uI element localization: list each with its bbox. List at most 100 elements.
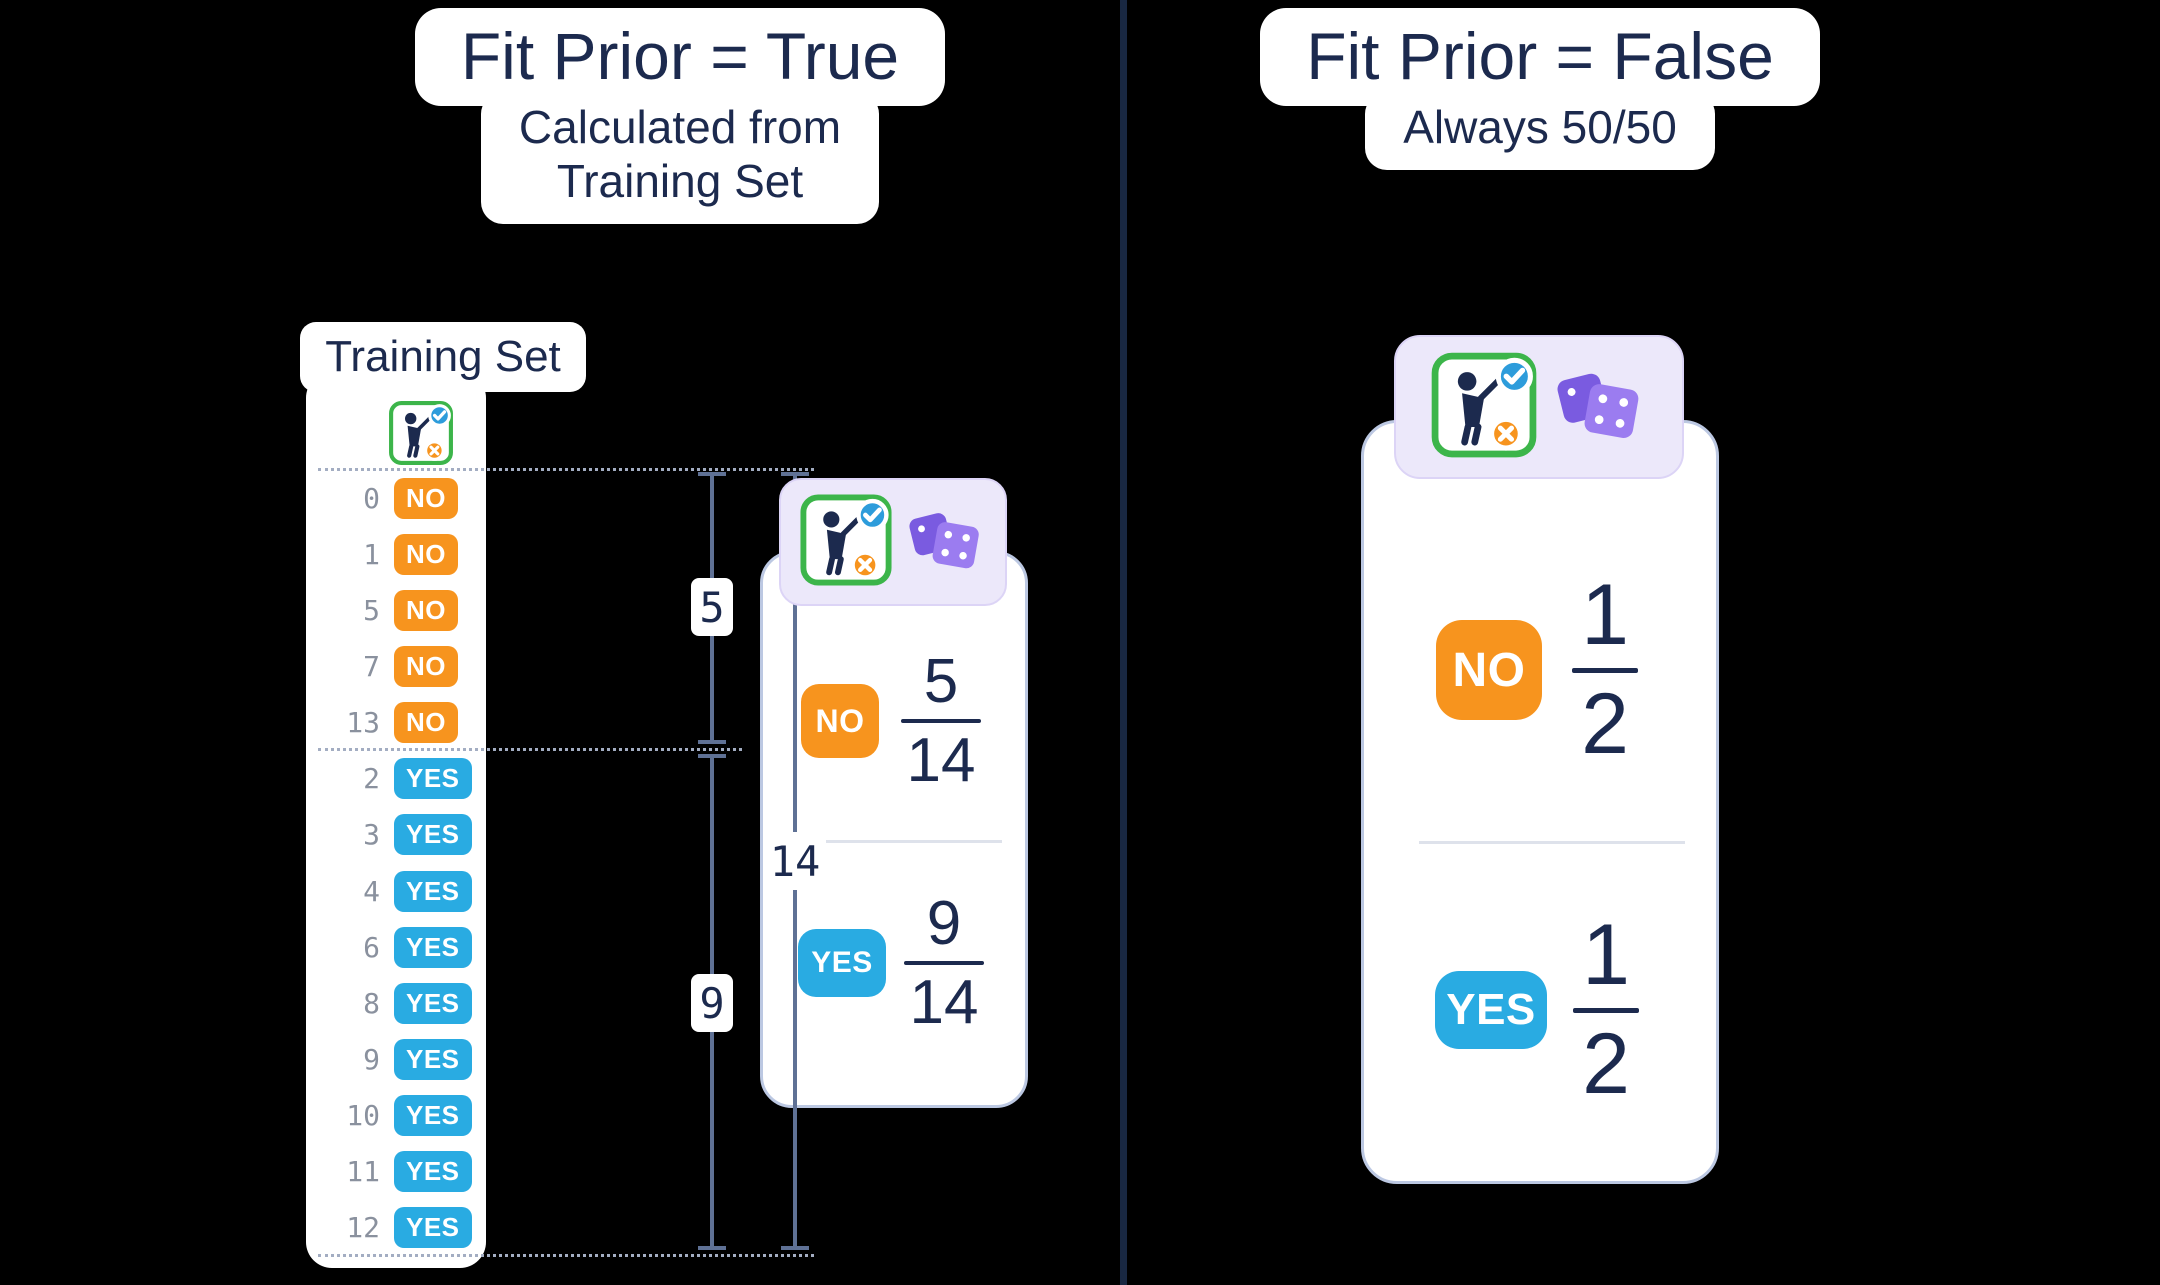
training-set-row: 9 YES (306, 1031, 486, 1087)
training-set-row: 2 YES (306, 751, 486, 807)
yes-prior-fraction: 1 2 (1573, 906, 1639, 1112)
left-subtitle-line2: Training Set (556, 155, 804, 208)
no-prior-numerator: 1 (1581, 566, 1629, 663)
prior-true-yes-row: YES 9 14 (770, 884, 1012, 1042)
row-label-badge: NO (394, 589, 458, 631)
row-index: 2 (363, 762, 380, 796)
yes-badge: YES (798, 929, 886, 997)
row-index: 12 (346, 1211, 380, 1245)
no-count-label: 5 (691, 578, 733, 636)
prior-false-card-header (1394, 335, 1684, 479)
row-index: 8 (363, 986, 380, 1020)
section-divider (1120, 0, 1127, 1285)
left-subtitle-line1: Calculated from (518, 100, 842, 153)
dotted-line-top (318, 468, 814, 471)
row-label-badge: YES (394, 870, 472, 912)
row-label-badge: YES (394, 926, 472, 968)
dotted-line-bottom (318, 1254, 814, 1257)
no-count-bracket-cap-top (698, 472, 726, 476)
row-label-badge: YES (394, 1151, 472, 1193)
row-index: 13 (346, 706, 380, 740)
dotted-line-middle (318, 748, 742, 751)
right-title: Fit Prior = False (1260, 8, 1820, 106)
no-prior-denominator: 14 (906, 726, 976, 795)
row-index: 7 (363, 649, 380, 683)
golf-swing-classifier-icon (800, 493, 892, 586)
no-prior-numerator: 5 (923, 646, 959, 716)
total-count-bracket-cap-top (781, 472, 809, 476)
training-set-row: 7 NO (306, 638, 486, 694)
right-title-blob: Fit Prior = False Always 50/50 (1200, 8, 1880, 171)
training-set-row: 0 NO (306, 470, 486, 526)
training-set-rows: 0 NO 1 NO 5 NO 7 NO 13 NO 2 YES 3 YES 4 … (306, 470, 486, 1256)
total-count-bracket-cap-bottom (781, 1246, 809, 1250)
row-label-badge: YES (394, 1038, 472, 1080)
yes-prior-numerator: 1 (1582, 906, 1630, 1003)
row-index: 10 (346, 1099, 380, 1133)
fraction-bar (904, 961, 984, 965)
row-label-badge: NO (394, 702, 458, 744)
column-classifier-icon-slot (388, 400, 454, 471)
fraction-bar (901, 719, 981, 723)
training-set-row: 5 NO (306, 582, 486, 638)
row-index: 4 (363, 874, 380, 908)
yes-prior-fraction: 9 14 (904, 892, 984, 1034)
fraction-bar (1573, 1007, 1639, 1013)
prior-false-yes-row: YES 1 2 (1371, 885, 1703, 1135)
classifier-icon-slot (799, 493, 893, 592)
row-index: 1 (363, 537, 380, 571)
row-index: 11 (346, 1155, 380, 1189)
yes-badge: YES (1435, 971, 1547, 1049)
row-label-badge: NO (394, 533, 458, 575)
row-label-badge: YES (394, 1207, 472, 1249)
dice-icon-slot (903, 498, 987, 587)
no-count-bracket-cap-bottom (698, 740, 726, 744)
row-label-badge: YES (394, 982, 472, 1024)
row-index: 3 (363, 818, 380, 852)
training-set-row: 12 YES (306, 1200, 486, 1256)
purple-dice-icon (1557, 373, 1639, 438)
prior-true-card-divider (800, 840, 1002, 843)
yes-count-label: 9 (691, 974, 733, 1032)
training-set-row: 8 YES (306, 975, 486, 1031)
prior-true-no-row: NO 5 14 (770, 642, 1012, 800)
no-prior-fraction: 5 14 (901, 650, 981, 792)
yes-prior-denominator: 14 (909, 968, 979, 1037)
yes-count-bracket-cap-top (698, 754, 726, 758)
training-set-row: 10 YES (306, 1088, 486, 1144)
right-subtitle: Always 50/50 (1365, 91, 1715, 171)
training-set-row: 3 YES (306, 807, 486, 863)
training-set-row: 1 NO (306, 526, 486, 582)
yes-count-bracket-cap-bottom (698, 1246, 726, 1250)
training-set-label: Training Set (300, 322, 586, 392)
left-subtitle: Calculated from Training Set (480, 91, 880, 225)
left-title: Fit Prior = True (414, 8, 946, 106)
row-label-badge: YES (394, 1095, 472, 1137)
row-label-badge: YES (394, 758, 472, 800)
prior-false-no-row: NO 1 2 (1371, 545, 1703, 795)
total-count-label: 14 (764, 832, 826, 890)
prior-true-card-header (779, 478, 1007, 606)
row-label-badge: NO (394, 477, 458, 519)
no-badge: NO (1436, 620, 1542, 720)
no-badge: NO (801, 684, 879, 758)
training-set-row: 6 YES (306, 919, 486, 975)
training-set-row: 4 YES (306, 863, 486, 919)
row-label-badge: NO (394, 645, 458, 687)
left-title-blob: Fit Prior = True Calculated from Trainin… (350, 8, 1010, 225)
row-index: 5 (363, 593, 380, 627)
golf-swing-classifier-icon (1431, 352, 1537, 457)
prior-false-card (1361, 420, 1719, 1184)
yes-prior-numerator: 9 (926, 888, 962, 958)
training-set-row: 11 YES (306, 1144, 486, 1200)
prior-false-card-divider (1419, 841, 1685, 844)
yes-prior-denominator: 2 (1582, 1015, 1630, 1112)
row-label-badge: YES (394, 814, 472, 856)
no-prior-denominator: 2 (1581, 675, 1629, 772)
no-prior-fraction: 1 2 (1572, 566, 1638, 772)
classifier-icon-slot (1430, 351, 1538, 464)
training-set-row: 13 NO (306, 695, 486, 751)
fraction-bar (1572, 667, 1638, 673)
prior-true-card (760, 551, 1028, 1108)
